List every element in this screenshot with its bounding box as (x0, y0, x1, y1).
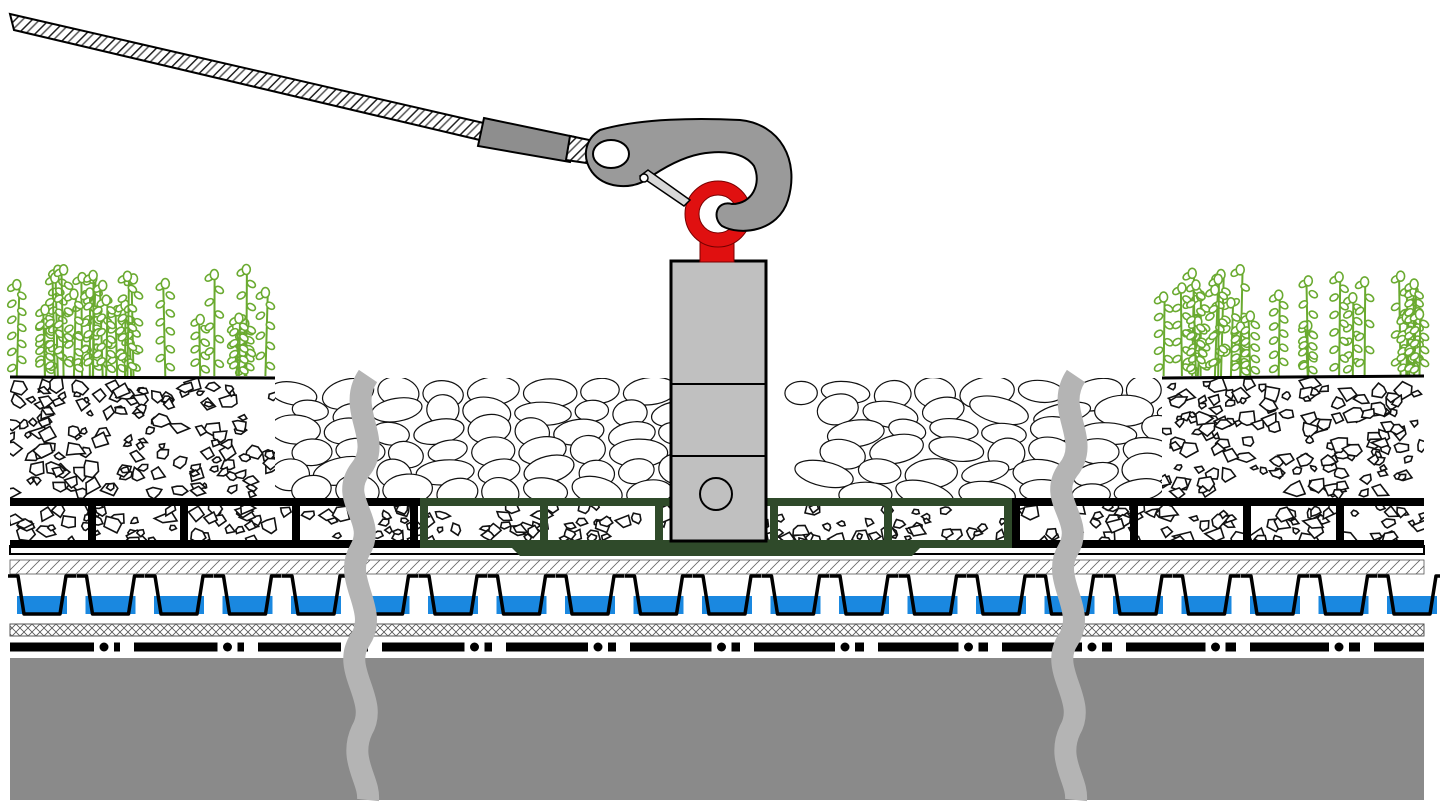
base-frame-left (10, 498, 420, 548)
vegetation-left (6, 263, 276, 377)
vegetation-right (1153, 263, 1430, 377)
drainage-board (8, 559, 1440, 616)
concrete-deck (10, 658, 1424, 800)
wire-rope (8, 12, 620, 169)
substrate-right (1162, 378, 1424, 498)
base-frame-right (1012, 498, 1424, 548)
protection-fleece (9, 623, 1425, 637)
section-break-left (342, 369, 380, 802)
substrate-top-left (9, 375, 276, 380)
substrate-top-right (1161, 374, 1425, 380)
waterproofing-membrane (10, 641, 1424, 653)
crane-hook (584, 118, 793, 232)
section-break-right (1050, 369, 1088, 802)
substrate-left (10, 378, 275, 498)
ballast-blocks (669, 259, 768, 543)
